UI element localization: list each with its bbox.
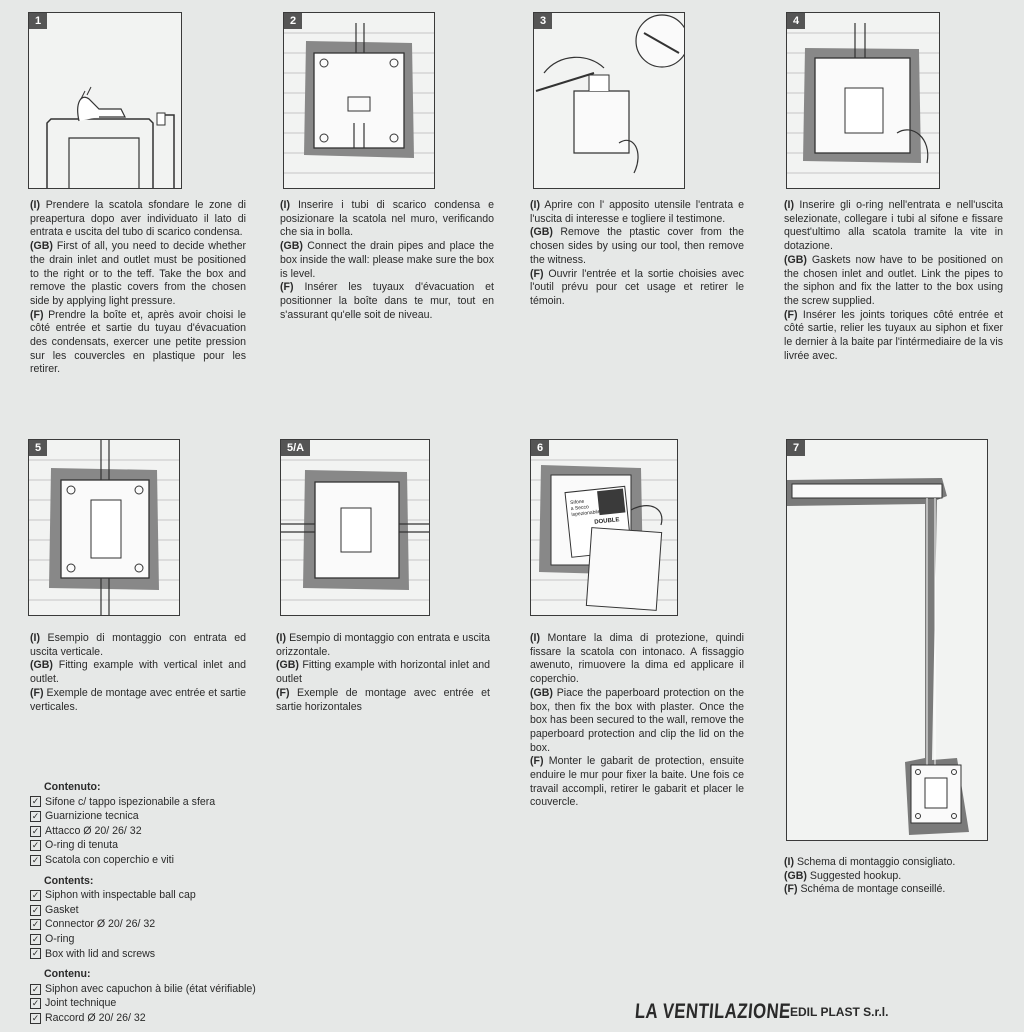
contents-list: Contenuto: ✓Sifone c/ tappo ispezionabil… <box>30 780 256 1032</box>
checkbox-icon: ✓ <box>30 889 41 901</box>
contents-items-it: ✓Sifone c/ tappo ispezionabile a sfera ✓… <box>30 795 256 868</box>
contents-items-gb: ✓Siphon with inspectable ball cap ✓Gaske… <box>30 888 256 961</box>
step-number: 3 <box>534 13 553 29</box>
step-number: 6 <box>531 440 550 456</box>
step-number: 5/A <box>281 440 311 456</box>
contents-title-fr: Contenu: <box>44 968 91 981</box>
step-7-text: (I) Schema di montaggio consigliato. (GB… <box>784 856 956 896</box>
contents-items-fr: ✓Siphon avec capuchon à bilie (état véri… <box>30 982 256 1026</box>
horizontal-fitting-drawing <box>281 459 429 601</box>
list-item: ✓Siphon with inspectable ball cap <box>30 889 196 902</box>
card-text-3: Ispezionabile <box>571 509 601 518</box>
checkbox-icon: ✓ <box>30 933 41 945</box>
step-number: 7 <box>787 440 806 456</box>
checkbox-icon: ✓ <box>30 1012 41 1024</box>
list-item: ✓Guarnizione tecnica <box>30 810 139 823</box>
step-3-text: (I) Aprire con l' apposito utensile l'en… <box>530 199 744 307</box>
step-4-text: (I) Inserire gli o-ring nell'entrata e n… <box>784 199 1003 362</box>
step-number: 5 <box>29 440 48 456</box>
step-1-illustration: 1 <box>28 12 182 189</box>
checkbox-icon: ✓ <box>30 919 41 931</box>
step-3-illustration: 3 <box>533 12 685 189</box>
contents-title-it: Contenuto: <box>44 781 101 793</box>
brand-logo: LA VENTILAZIONE <box>634 1000 792 1023</box>
siphon-fixing-drawing <box>787 23 939 174</box>
list-item: ✓O-ring di tenuta <box>30 839 119 852</box>
list-item: ✓Box with lid and screws <box>30 947 156 960</box>
list-item: ✓Joint technique <box>30 997 117 1010</box>
list-item: ✓O-ring <box>30 932 75 945</box>
checkbox-icon: ✓ <box>30 998 41 1010</box>
step-4-illustration: 4 <box>786 12 940 189</box>
checkbox-icon: ✓ <box>30 983 41 995</box>
step-1-text: (I) Prendere la scatola sfondare le zone… <box>30 199 247 376</box>
step-5a-illustration: 5/A <box>280 439 430 616</box>
list-item: ✓Attacco Ø 20/ 26/ 32 <box>30 824 142 837</box>
list-item: ✓Gasket <box>30 903 79 916</box>
checkbox-icon: ✓ <box>30 796 41 808</box>
step-number: 1 <box>29 13 48 29</box>
hookup-schema-drawing <box>787 478 969 835</box>
step-5-illustration: 5 <box>28 439 180 616</box>
checkbox-icon: ✓ <box>30 904 41 916</box>
contents-title-gb: Contents: <box>44 874 94 887</box>
checkbox-icon: ✓ <box>30 825 41 837</box>
step-2-illustration: 2 <box>283 12 435 189</box>
list-item: ✓Connector Ø 20/ 26/ 32 <box>30 918 156 931</box>
checkbox-icon: ✓ <box>30 840 41 852</box>
step-2-text: (I) Inserire i tubi di scarico condensa … <box>280 199 494 321</box>
step-number: 2 <box>284 13 303 29</box>
checkbox-icon: ✓ <box>30 810 41 822</box>
list-item: ✓Siphon avec capuchon à bilie (état véri… <box>30 982 256 995</box>
step-number: 4 <box>787 13 806 29</box>
list-item: ✓Sifone c/ tappo ispezionabile a sfera <box>30 795 216 808</box>
company-name: EDIL PLAST S.r.l. <box>790 1005 889 1019</box>
list-item: ✓Scatola con coperchio e viti <box>30 853 174 866</box>
vertical-fitting-drawing <box>29 440 179 615</box>
step-5-text: (I) Esempio di montaggio con entrata ed … <box>30 632 246 713</box>
box-in-wall-drawing <box>284 23 434 174</box>
lid-fitting-drawing: Sifone a Secco Ispezionabile DOUBLE <box>531 459 677 611</box>
card-text-1: Sifone <box>570 499 585 506</box>
card-text-2: a Secco <box>570 504 589 512</box>
card-double: DOUBLE <box>594 517 620 526</box>
tool-opening-drawing <box>535 14 684 174</box>
checkbox-icon: ✓ <box>30 854 41 866</box>
box-breakout-drawing <box>46 86 175 188</box>
step-6-text: (I) Montare la dima di protezione, quind… <box>530 632 744 809</box>
list-item: ✓Raccord Ø 20/ 26/ 32 <box>30 1011 146 1024</box>
step-7-illustration: 7 <box>786 439 988 841</box>
step-5a-text: (I) Esempio di montaggio con entrata e u… <box>276 632 490 713</box>
step-6-illustration: 6 Sifone a Secco Ispezionabile DOUBLE <box>530 439 678 616</box>
checkbox-icon: ✓ <box>30 948 41 960</box>
